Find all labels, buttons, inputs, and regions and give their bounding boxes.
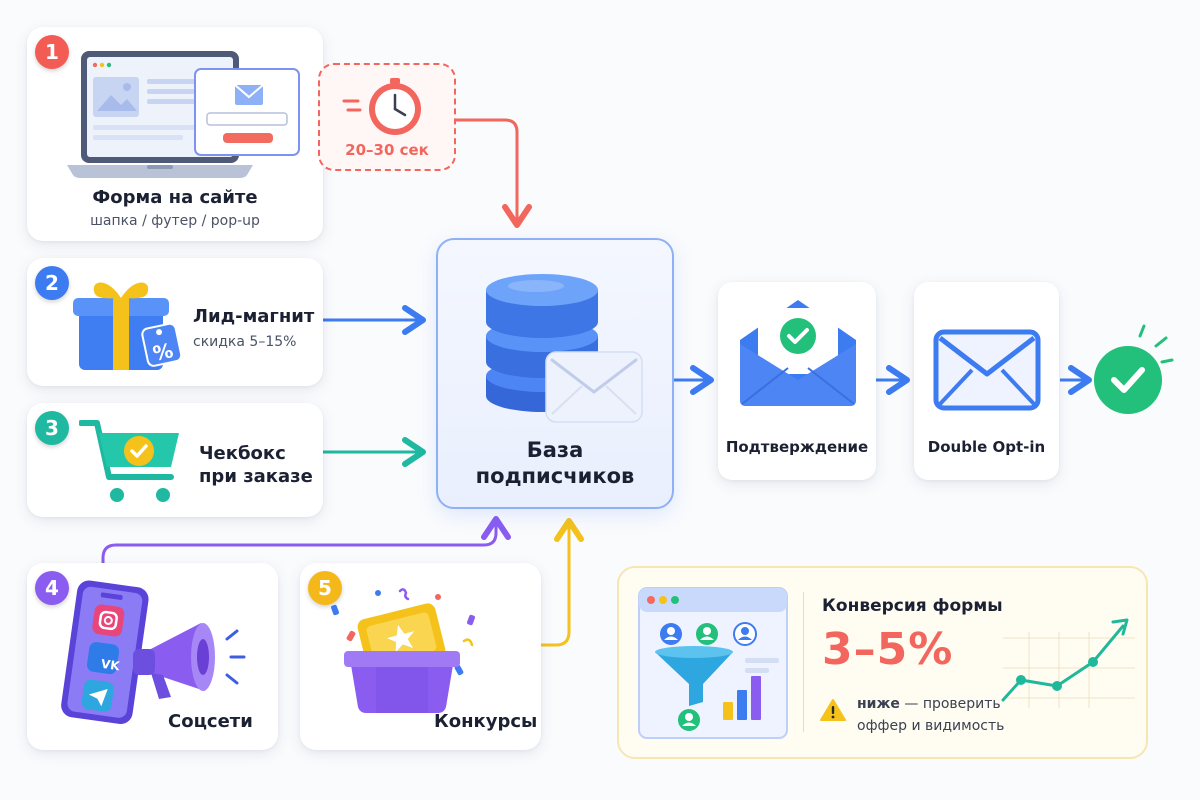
gift-box-icon bbox=[73, 282, 183, 370]
timer-label: 20–30 сек bbox=[345, 141, 429, 159]
step-confirmation-label: Подтверждение bbox=[725, 438, 869, 456]
step-badge-4: 4 bbox=[35, 571, 69, 605]
lead-magnet-subtitle: скидка 5–15% bbox=[193, 334, 297, 350]
phone-megaphone-icon bbox=[61, 580, 246, 725]
conversion-note-line1: ниже — проверить bbox=[857, 696, 1001, 712]
panel-divider bbox=[803, 592, 804, 732]
step-badge-5: 5 bbox=[308, 571, 342, 605]
arrow-form-to-hub bbox=[455, 118, 532, 228]
conversion-panel: Конверсия формы 3–5% ниже — проверить оф… bbox=[617, 566, 1148, 759]
lead-magnet-title: Лид-магнит bbox=[193, 306, 315, 327]
warning-icon bbox=[820, 699, 846, 721]
trend-line-icon bbox=[1001, 618, 1135, 708]
conversion-note-bold: ниже bbox=[857, 696, 900, 712]
vk-icon: VK bbox=[100, 656, 121, 674]
check-circle-icon bbox=[1094, 324, 1174, 414]
contests-title: Конкурсы bbox=[434, 711, 538, 732]
conversion-note-rest: — проверить bbox=[899, 696, 1001, 712]
source-card-social: 4 VK Соцсети bbox=[27, 563, 278, 750]
source-card-checkbox: 3 Чекбокс при заказе bbox=[27, 403, 323, 517]
conversion-note-line2: оффер и видимость bbox=[857, 718, 1005, 734]
envelope-icon bbox=[933, 329, 1041, 411]
subscriber-base-hub: База подписчиков bbox=[436, 238, 674, 509]
social-title: Соцсети bbox=[168, 711, 253, 732]
funnel-dashboard-icon bbox=[638, 587, 788, 739]
step-card-confirmation: Подтверждение bbox=[718, 282, 876, 480]
form-subtitle: шапка / футер / pop-up bbox=[90, 213, 260, 229]
conversion-value: 3–5% bbox=[822, 624, 954, 675]
prize-box-icon bbox=[331, 588, 475, 713]
database-icon bbox=[486, 274, 643, 423]
envelope-check-icon bbox=[740, 300, 856, 406]
checkbox-title-line1: Чекбокс bbox=[199, 443, 286, 464]
source-card-lead-magnet: 2 % Лид-магнит скидка 5–15% bbox=[27, 258, 323, 386]
conversion-title: Конверсия формы bbox=[822, 596, 1003, 616]
hub-title-line2: подписчиков bbox=[475, 464, 635, 488]
arrow-contests-to-hub bbox=[541, 518, 584, 647]
step-badge-3: 3 bbox=[35, 411, 69, 445]
clock-icon bbox=[342, 78, 421, 135]
laptop-form-icon bbox=[67, 51, 300, 178]
source-card-contests: 5 Конкурсы bbox=[300, 563, 541, 750]
arrow-social-to-hub bbox=[101, 516, 511, 563]
shopping-cart-icon bbox=[79, 420, 179, 502]
checkbox-title-line2: при заказе bbox=[199, 466, 313, 487]
source-card-form: 1 Форма на сайте шапка / футер / pop-up bbox=[27, 27, 323, 241]
step-double-optin-label: Double Opt-in bbox=[927, 438, 1046, 456]
hub-title-line1: База bbox=[526, 438, 584, 462]
step-badge-2: 2 bbox=[35, 266, 69, 300]
step-card-double-optin: Double Opt-in bbox=[914, 282, 1059, 480]
step-badge-1: 1 bbox=[35, 35, 69, 69]
form-title: Форма на сайте bbox=[92, 187, 258, 208]
timer-box: 20–30 сек bbox=[318, 63, 456, 171]
